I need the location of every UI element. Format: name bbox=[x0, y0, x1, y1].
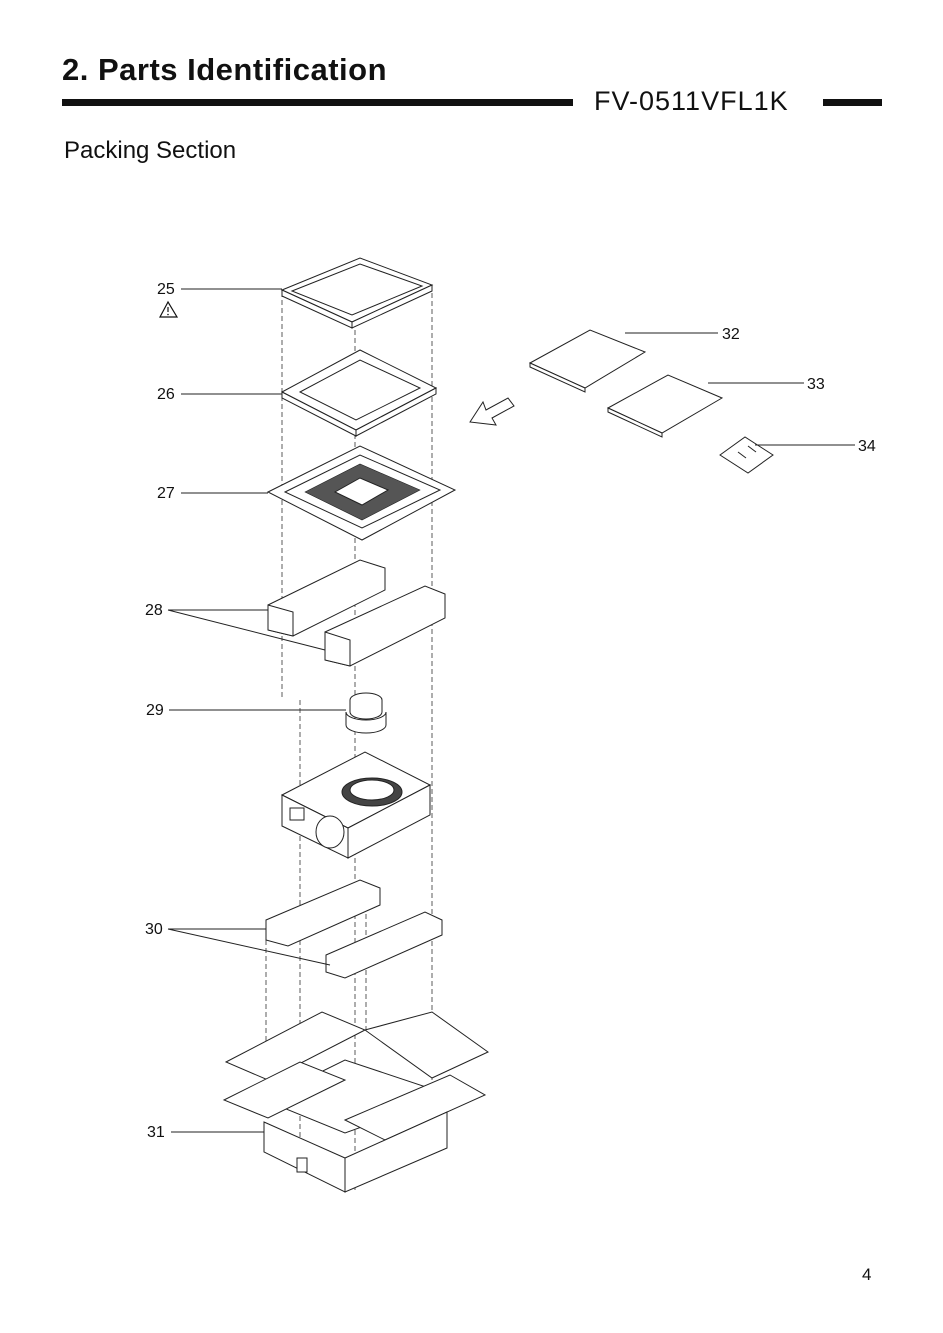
part-34-screw-pack bbox=[719, 436, 774, 474]
callout-30: 30 bbox=[145, 921, 163, 938]
model-number: FV-0511VFL1K bbox=[594, 86, 789, 116]
warning-triangle-icon bbox=[159, 300, 179, 318]
part-31-carton bbox=[222, 1011, 489, 1193]
part-32-manual bbox=[528, 329, 647, 393]
callout-28: 28 bbox=[145, 602, 163, 619]
callout-29: 29 bbox=[146, 702, 164, 719]
callout-25: 25 bbox=[157, 281, 175, 298]
section-title: Packing Section bbox=[64, 137, 237, 164]
callout-31: 31 bbox=[147, 1124, 165, 1141]
part-25-frame bbox=[280, 257, 434, 329]
callout-33: 33 bbox=[807, 376, 825, 393]
header-rule-right bbox=[823, 99, 882, 106]
part-27-grille bbox=[266, 445, 457, 541]
leader-lines bbox=[167, 288, 855, 1133]
part-29-adapter bbox=[345, 692, 387, 734]
callout-27: 27 bbox=[157, 485, 175, 502]
header-rule-left bbox=[62, 99, 573, 106]
part-30-bottom-cushions bbox=[265, 879, 443, 979]
main-unit-housing bbox=[280, 751, 432, 859]
page-title: 2. Parts Identification bbox=[62, 52, 388, 87]
callout-32: 32 bbox=[722, 326, 740, 343]
callout-34: 34 bbox=[858, 438, 876, 455]
direction-arrow-icon bbox=[469, 397, 515, 426]
page-number: 4 bbox=[862, 1265, 872, 1284]
part-28-side-cushions bbox=[267, 559, 446, 667]
part-33-manual bbox=[606, 374, 724, 438]
part-26-cushion bbox=[280, 349, 438, 437]
callout-26: 26 bbox=[157, 386, 175, 403]
